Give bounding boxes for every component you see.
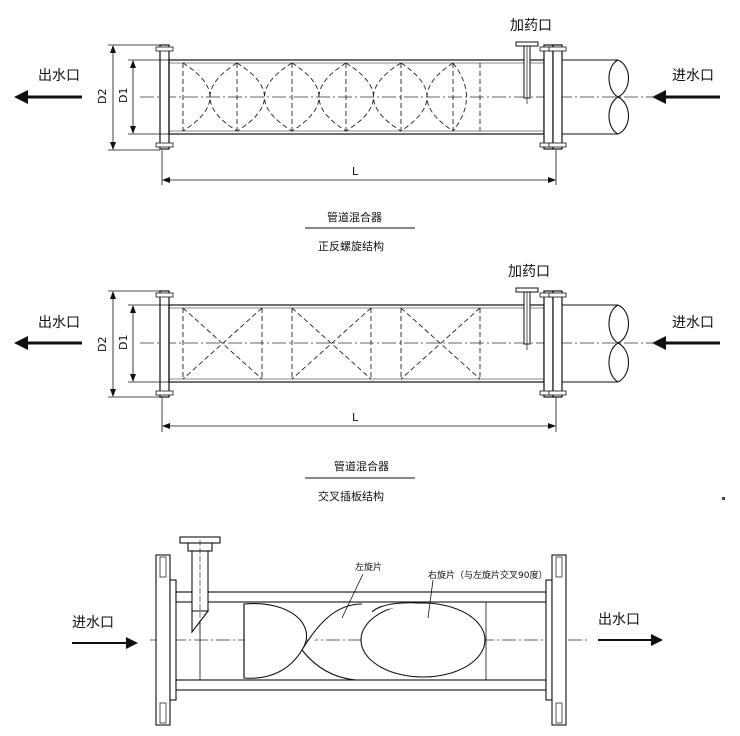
caption-title: 管道混合器 (334, 459, 389, 473)
left-blade-label: 左旋片 (355, 561, 382, 573)
caption-title: 管道混合器 (327, 210, 382, 224)
right-blade (360, 602, 486, 678)
inlet-label: 进水口 (672, 68, 714, 84)
dosing-port (515, 41, 539, 104)
d2-label: D2 (96, 337, 109, 352)
dosing-label: 加药口 (508, 264, 550, 280)
pipe-body (168, 304, 545, 383)
diagram-section-view: 进水口 出水口 (72, 536, 663, 726)
length-label: L (352, 165, 359, 178)
d1-label: D1 (117, 335, 130, 350)
caption-subtitle: 正反螺旋结构 (318, 239, 384, 253)
outlet-label: 出水口 (38, 315, 80, 331)
inlet-label: 进水口 (672, 315, 714, 331)
right-flange (543, 44, 554, 150)
inlet-arrow-icon (652, 90, 720, 104)
inlet-label: 进水口 (72, 615, 114, 631)
outlet-arrow-icon (14, 336, 82, 350)
dosing-port (515, 287, 539, 350)
connecting-pipe (562, 304, 630, 383)
left-blade-leader (341, 573, 364, 619)
diagram-helical: 出水口 进水口 (14, 18, 720, 253)
inlet-arrow-icon (652, 336, 720, 350)
length-dimension (161, 397, 557, 432)
outlet-arrow-icon (598, 634, 663, 646)
left-blade (243, 603, 363, 681)
inlet-arrow-icon (72, 637, 138, 649)
outlet-label: 出水口 (38, 68, 80, 84)
right-flange (543, 290, 554, 398)
diameter-dimensions (108, 44, 169, 151)
dosing-label: 加药口 (510, 18, 552, 34)
left-flange (159, 44, 170, 150)
right-flange (545, 554, 567, 726)
stray-mark (722, 497, 725, 500)
length-label: L (352, 411, 359, 424)
cross-plate-elements (182, 307, 481, 380)
diagram-cross-plate: 出水口 进水口 (14, 264, 720, 503)
caption-subtitle: 交叉插板结构 (318, 489, 384, 503)
d2-label: D2 (96, 89, 109, 104)
right-blade-label: 右旋片（与左旋片交叉90度） (428, 569, 547, 581)
diameter-dimensions (108, 290, 169, 398)
outlet-label: 出水口 (598, 612, 640, 628)
d1-label: D1 (117, 88, 130, 103)
length-dimension (161, 150, 557, 185)
connecting-pipe (562, 59, 630, 135)
helical-elements (182, 62, 481, 132)
right-blade-leader (427, 579, 434, 619)
left-flange (159, 290, 170, 398)
dosing-pipe (179, 536, 221, 636)
outlet-arrow-icon (14, 90, 82, 104)
left-flange (155, 554, 177, 726)
